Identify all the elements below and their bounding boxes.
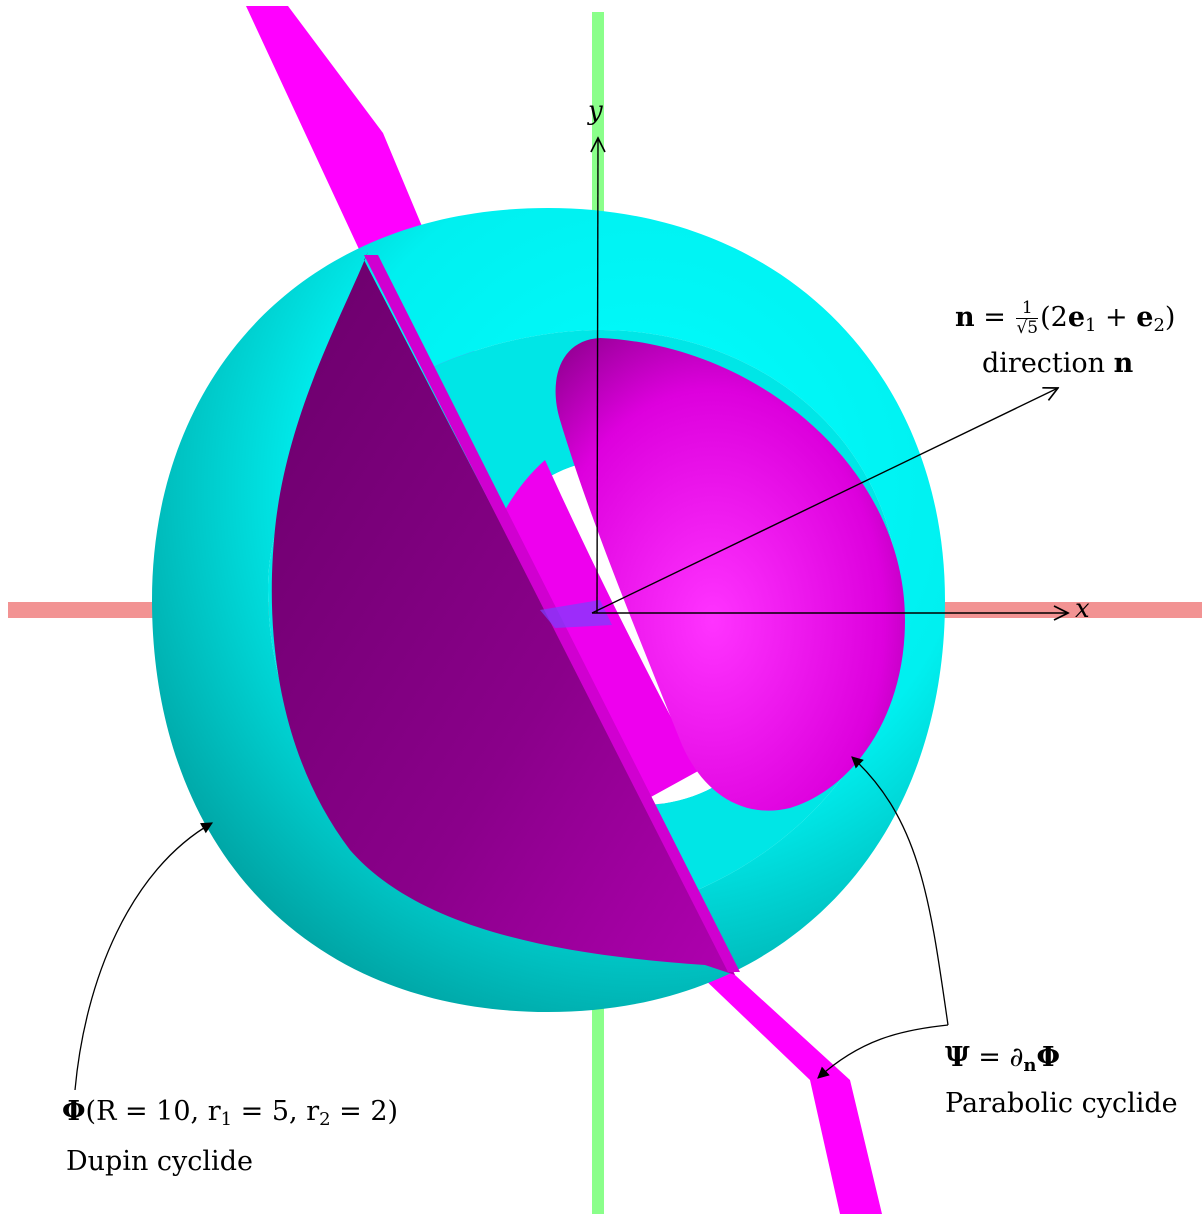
e2-subscript: 2 [1153, 315, 1165, 336]
dupin-params: (R = 10, r [85, 1096, 221, 1127]
dupin-sub2: 2 [319, 1109, 331, 1130]
dupin-sub1: 1 [220, 1109, 233, 1130]
e1-subscript: 1 [1085, 315, 1097, 336]
dupin-caption: Dupin cyclide [66, 1146, 253, 1177]
parabolic-left-sheet [271, 252, 735, 975]
parabolic-formula: Ψ = ∂nΦ [945, 1042, 1060, 1077]
parabolic-pointer-arrow-2 [817, 1024, 949, 1079]
psi-symbol: Ψ [945, 1042, 970, 1073]
parabolic-pointer-arrow-1 [851, 756, 949, 1026]
e1-symbol: e [1067, 302, 1085, 333]
fraction: 1√5 [1016, 300, 1039, 338]
y-axis-line [597, 138, 598, 614]
fraction-denominator: √5 [1016, 318, 1039, 338]
direction-formula: n = 1√5(2e1 + e2) [955, 300, 1175, 337]
dupin-formula: Φ(R = 10, r1 = 5, r2 = 2) [62, 1096, 398, 1131]
direction-caption-text: direction [982, 348, 1114, 379]
partial-subscript-n: n [1023, 1055, 1037, 1076]
dupin-mid: = 5, r [232, 1096, 320, 1127]
dupin-phi-symbol: Φ [62, 1096, 86, 1127]
plus-sign: + [1096, 302, 1137, 333]
fraction-numerator: 1 [1016, 300, 1039, 319]
partial-eq: = ∂ [969, 1042, 1024, 1073]
eq-sign: = [974, 302, 1015, 333]
direction-vector-line [591, 388, 1058, 614]
dupin-pointer-arrow [74, 822, 214, 1091]
parabolic-caption: Parabolic cyclide [945, 1088, 1178, 1119]
direction-caption: direction n [982, 348, 1133, 380]
x-axis-label: x [1075, 594, 1090, 624]
parabolic-right-lobe [555, 338, 905, 811]
phi-symbol: Φ [1036, 1042, 1061, 1073]
open-paren: (2 [1040, 302, 1068, 333]
center-patch [540, 600, 612, 628]
direction-caption-n: n [1113, 348, 1134, 379]
close-paren: ) [1164, 302, 1176, 333]
y-axis-label: y [588, 96, 603, 126]
dupin-end: = 2) [330, 1096, 399, 1127]
n-symbol: n [955, 302, 975, 333]
e2-symbol: e [1136, 302, 1154, 333]
